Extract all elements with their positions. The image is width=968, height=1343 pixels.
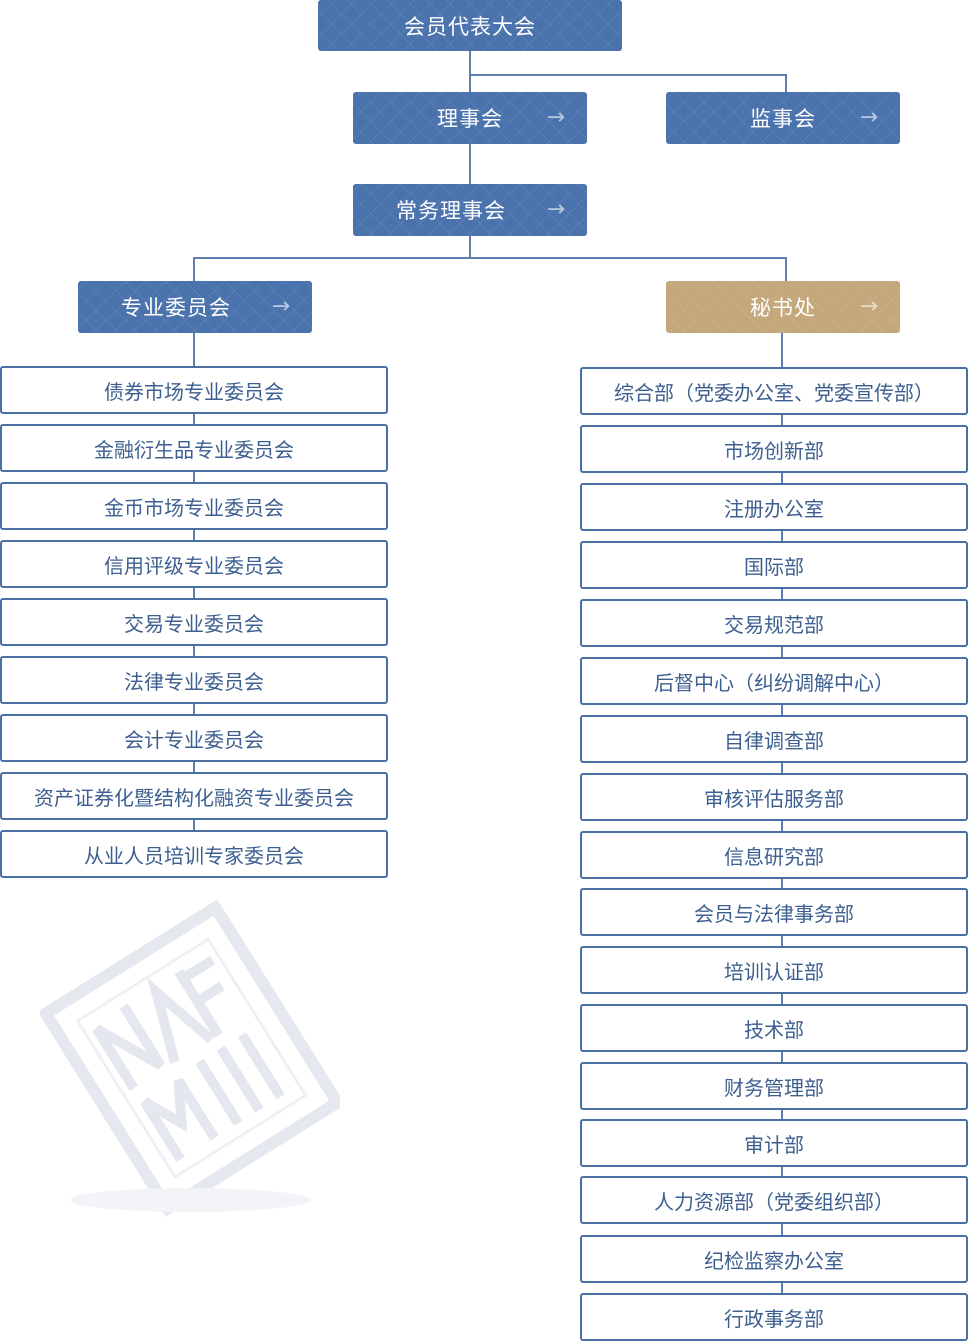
department-item[interactable]: 行政事务部 bbox=[580, 1293, 968, 1341]
department-item[interactable]: 培训认证部 bbox=[580, 946, 968, 994]
standing-council-label: 常务理事会 bbox=[396, 199, 506, 223]
department-item[interactable]: 后督中心（纠纷调解中心） bbox=[580, 657, 968, 705]
department-item[interactable]: 市场创新部 bbox=[580, 425, 968, 473]
department-item[interactable]: 综合部（党委办公室、党委宣传部） bbox=[580, 367, 968, 415]
committee-item[interactable]: 金融衍生品专业委员会 bbox=[0, 424, 388, 472]
department-item[interactable]: 人力资源部（党委组织部） bbox=[580, 1176, 968, 1224]
committee-item[interactable]: 会计专业委员会 bbox=[0, 714, 388, 762]
committee-item[interactable]: 交易专业委员会 bbox=[0, 598, 388, 646]
committee-item[interactable]: 信用评级专业委员会 bbox=[0, 540, 388, 588]
assembly-label: 会员代表大会 bbox=[404, 14, 536, 39]
committees-label: 专业委员会 bbox=[121, 296, 231, 320]
standing-council-box[interactable]: 常务理事会 → bbox=[353, 184, 587, 236]
arrow-right-icon: → bbox=[546, 197, 565, 222]
committee-item[interactable]: 法律专业委员会 bbox=[0, 656, 388, 704]
department-item[interactable]: 自律调查部 bbox=[580, 715, 968, 763]
committee-item[interactable]: 资产证券化暨结构化融资专业委员会 bbox=[0, 772, 388, 820]
council-label: 理事会 bbox=[437, 107, 503, 131]
department-item[interactable]: 审核评估服务部 bbox=[580, 773, 968, 821]
department-item[interactable]: 纪检监察办公室 bbox=[580, 1235, 968, 1283]
secretariat-label: 秘书处 bbox=[750, 296, 816, 320]
committees-box[interactable]: 专业委员会 → bbox=[78, 281, 312, 333]
committee-item[interactable]: 债券市场专业委员会 bbox=[0, 366, 388, 414]
committee-item[interactable]: 金币市场专业委员会 bbox=[0, 482, 388, 530]
department-item[interactable]: 会员与法律事务部 bbox=[580, 888, 968, 936]
committee-item[interactable]: 从业人员培训专家委员会 bbox=[0, 830, 388, 878]
department-item[interactable]: 技术部 bbox=[580, 1004, 968, 1052]
department-item[interactable]: 注册办公室 bbox=[580, 483, 968, 531]
supervisory-box[interactable]: 监事会 → bbox=[666, 92, 900, 144]
arrow-right-icon: → bbox=[546, 105, 565, 130]
arrow-right-icon: → bbox=[271, 294, 290, 319]
department-item[interactable]: 财务管理部 bbox=[580, 1062, 968, 1110]
nafmii-logo-watermark bbox=[40, 900, 340, 1217]
department-item[interactable]: 国际部 bbox=[580, 541, 968, 589]
department-item[interactable]: 审计部 bbox=[580, 1119, 968, 1167]
assembly-box[interactable]: 会员代表大会 bbox=[318, 0, 622, 51]
council-box[interactable]: 理事会 → bbox=[353, 92, 587, 144]
department-item[interactable]: 信息研究部 bbox=[580, 831, 968, 879]
department-item[interactable]: 交易规范部 bbox=[580, 599, 968, 647]
arrow-right-icon: → bbox=[859, 105, 878, 130]
secretariat-box[interactable]: 秘书处 → bbox=[666, 281, 900, 333]
arrow-right-icon: → bbox=[859, 294, 878, 319]
supervisory-label: 监事会 bbox=[750, 107, 816, 131]
